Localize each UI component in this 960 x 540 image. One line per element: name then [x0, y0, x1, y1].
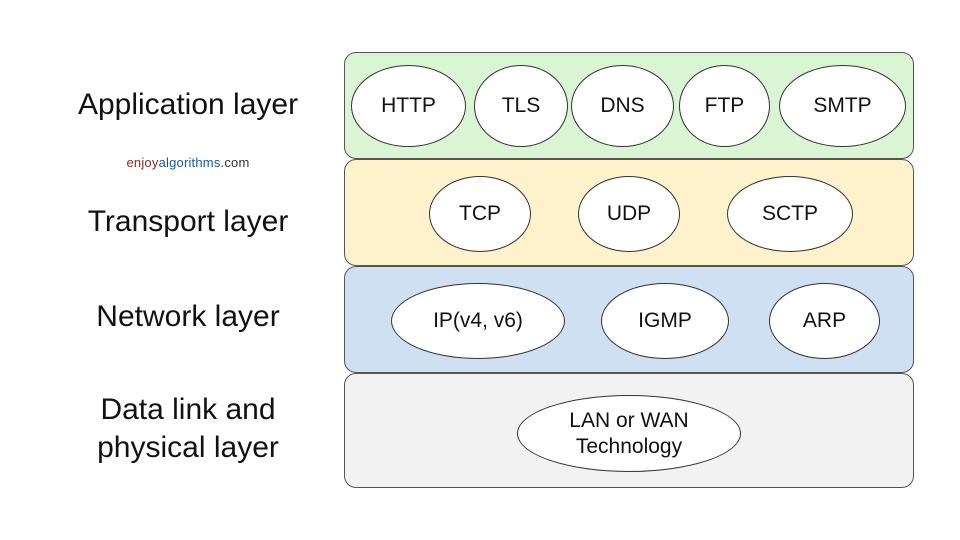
protocol-sctp: SCTP [727, 176, 853, 252]
watermark-part-enjoy: enjoy [126, 155, 159, 170]
watermark-part-domain: .com [220, 155, 250, 170]
protocol-ftp: FTP [679, 65, 770, 147]
application-layer-band: HTTP TLS DNS FTP SMTP [344, 52, 914, 159]
network-layer-band: IP(v4, v6) IGMP ARP [344, 266, 914, 373]
protocol-dns: DNS [571, 65, 674, 147]
protocol-tls: TLS [474, 65, 568, 147]
datalink-physical-layer-band: LAN or WAN Technology [344, 373, 914, 488]
transport-layer-label: Transport layer [87, 205, 289, 238]
site-watermark: enjoyalgorithms.com [40, 155, 336, 170]
protocol-udp: UDP [578, 176, 680, 252]
transport-layer-band: TCP UDP SCTP [344, 159, 914, 266]
protocol-tcp: TCP [429, 176, 531, 252]
protocol-igmp: IGMP [601, 283, 729, 359]
network-layer-label: Network layer [96, 300, 280, 333]
protocol-http: HTTP [351, 65, 466, 147]
protocol-ip: IP(v4, v6) [391, 283, 565, 359]
protocol-smtp: SMTP [779, 65, 906, 147]
application-layer-label: Application layer [77, 88, 299, 121]
datalink-physical-layer-label: Data link and physical layer [97, 393, 279, 464]
watermark-part-algorithms: algorithms [158, 155, 221, 170]
protocol-arp: ARP [769, 283, 880, 359]
protocol-lan-wan: LAN or WAN Technology [517, 395, 741, 472]
